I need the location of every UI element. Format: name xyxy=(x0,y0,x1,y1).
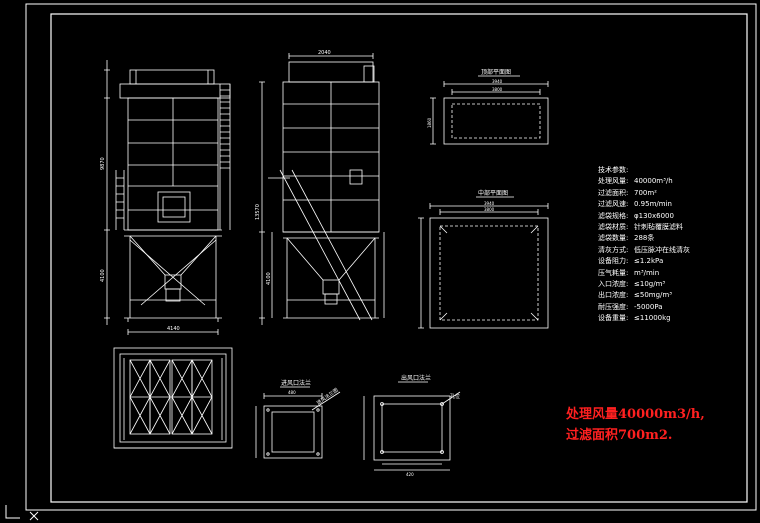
spec-key: 耐压强度: xyxy=(598,302,629,311)
spec-key: 滤袋材质: xyxy=(598,223,629,232)
spec-key: 设备重量: xyxy=(598,314,629,323)
spec-key: 压气耗量: xyxy=(598,268,629,277)
spec-value: -5000Pa xyxy=(634,302,663,311)
note-line-1: 处理风量40000m3/h, xyxy=(566,407,705,422)
spec-row: 清灰方式: 低压脉冲在线清灰 xyxy=(598,245,690,256)
spec-row: 技术参数: xyxy=(598,165,690,176)
note-line-2: 过滤面积700m2. xyxy=(566,428,673,443)
spec-value: m³/min xyxy=(634,268,660,277)
dim-left-height-main: 9870 xyxy=(100,157,106,170)
red-note: 处理风量40000m3/h, 过滤面积700m2. xyxy=(566,404,705,446)
dim-left-width: 4140 xyxy=(167,326,180,332)
spec-row: 滤袋规格: φ130x6000 xyxy=(598,211,690,222)
dim-plan-width-inner: 3800 xyxy=(492,87,503,92)
outlet-flange-view xyxy=(363,381,461,471)
dim-mid-width-inner: 3800 xyxy=(484,207,495,212)
spec-row: 滤袋数量: 288条 xyxy=(598,233,690,244)
spec-row: 入口浓度: ≤10g/m³ xyxy=(598,279,690,290)
middle-plan-title: 中部平面图 xyxy=(478,189,508,197)
spec-key: 出口浓度: xyxy=(598,291,629,300)
spec-row: 过滤风速: 0.95m/min xyxy=(598,199,690,210)
left-elevation-view xyxy=(104,60,231,335)
inner-border xyxy=(50,13,748,503)
dim-right-top-width: 2040 xyxy=(318,50,331,56)
dim-mid-width: 3940 xyxy=(484,201,495,206)
spec-row: 压气耗量: m³/min xyxy=(598,268,690,279)
spec-value: 低压脉冲在线清灰 xyxy=(634,245,690,254)
dim-outlet-width: 420 xyxy=(406,472,414,477)
spec-value: 40000m³/h xyxy=(634,177,673,186)
spec-key: 过滤风速: xyxy=(598,200,629,209)
spec-row: 处理风量: 40000m³/h xyxy=(598,176,690,187)
tech-spec-table: 技术参数: 处理风量: 40000m³/h 过滤面积: 700m² 过滤风速: 0.95m/… xyxy=(598,165,690,325)
spec-key: 技术参数: xyxy=(598,166,629,174)
spec-value: ≤10g/m³ xyxy=(634,280,666,289)
middle-plan-view xyxy=(418,196,549,329)
spec-value: 针刺毡覆膜滤料 xyxy=(634,223,683,232)
spec-value: 0.95m/min xyxy=(634,200,672,209)
outer-border xyxy=(25,3,757,511)
dim-plan-depth: 1860 xyxy=(427,117,432,128)
dim-flange-width: 480 xyxy=(288,390,296,395)
spec-value: 700m² xyxy=(634,188,657,197)
dim-plan-width: 3940 xyxy=(492,79,503,84)
spec-key: 清灰方式: xyxy=(598,245,629,254)
dim-left-height-hopper: 4100 xyxy=(100,269,106,282)
dim-right-height-hopper: 4100 xyxy=(266,272,272,285)
spec-key: 入口浓度: xyxy=(598,280,629,289)
spec-row: 出口浓度: ≤50mg/m³ xyxy=(598,290,690,301)
inlet-flange-title: 进风口法兰 xyxy=(281,379,311,387)
spec-row: 设备重量: ≤11000kg xyxy=(598,313,690,324)
spec-key: 设备阻力: xyxy=(598,257,629,266)
spec-key: 处理风量: xyxy=(598,177,629,186)
spec-key: 过滤面积: xyxy=(598,188,629,197)
spec-row: 过滤面积: 700m² xyxy=(598,188,690,199)
spec-value: 288条 xyxy=(634,234,655,243)
spec-value: ≤11000kg xyxy=(634,314,671,323)
spec-row: 设备阻力: ≤1.2kPa xyxy=(598,256,690,267)
spec-row: 滤袋材质: 针刺毡覆膜滤料 xyxy=(598,222,690,233)
spec-key: 滤袋数量: xyxy=(598,234,629,243)
ucs-icon xyxy=(5,505,39,521)
dim-right-height-total: 13570 xyxy=(255,204,261,220)
bottom-side-view xyxy=(113,347,233,449)
spec-value: ≤50mg/m³ xyxy=(634,291,673,300)
top-plan-view xyxy=(430,75,549,145)
outlet-flange-title: 出风口法兰 xyxy=(401,374,431,382)
spec-key: 滤袋规格: xyxy=(598,211,629,220)
inlet-leader-label: 进风法兰图 xyxy=(315,387,340,407)
outlet-leader-label: 孔位 xyxy=(450,393,460,400)
top-plan-title: 顶部平面图 xyxy=(481,68,511,76)
spec-row: 耐压强度: -5000Pa xyxy=(598,302,690,313)
spec-value: φ130x6000 xyxy=(634,211,674,220)
inlet-flange-view xyxy=(255,386,341,459)
spec-value: ≤1.2kPa xyxy=(634,257,664,266)
right-elevation-view xyxy=(259,53,385,325)
